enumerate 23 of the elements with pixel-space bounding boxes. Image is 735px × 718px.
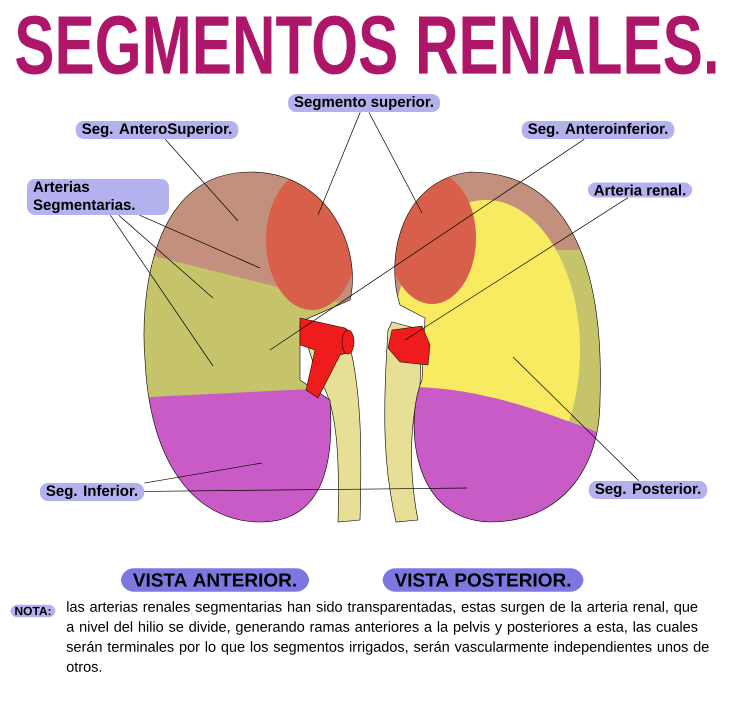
leader-line bbox=[118, 214, 214, 298]
leader-line bbox=[139, 214, 260, 268]
label-pill: Seg. Posterior. bbox=[588, 480, 708, 500]
label-pill: Seg. Anteroinferior. bbox=[522, 120, 674, 140]
label-pill: Seg. Inferior. bbox=[40, 482, 144, 502]
note-text: las arterias renales segmentarias han sido transparentadas, estas surgen de la arteria renal, que a nivel del hilio se divide, generando ramas anteriores a la pelvis y posteriores a esta, las cuales serán terminales por lo que los segmentos irrigados, serán vascularmente independientes unos de otros. bbox=[66, 601, 709, 672]
label-pill: Segmento superior. bbox=[288, 94, 440, 112]
leader-line bbox=[404, 197, 628, 340]
leader-line bbox=[512, 356, 639, 482]
label-pill: Arterias Segmentarias. bbox=[27, 178, 169, 216]
view-label: VISTA ANTERIOR. bbox=[120, 568, 310, 592]
leader-line bbox=[144, 462, 262, 484]
leader-line bbox=[164, 138, 238, 222]
label-pill: Arteria renal. bbox=[588, 182, 692, 198]
note-tag: NOTA: bbox=[10, 604, 56, 618]
label-pill: Seg. AnteroSuperior. bbox=[76, 120, 238, 140]
leader-line bbox=[368, 112, 422, 214]
view-label: VISTA POSTERIOR. bbox=[382, 568, 584, 592]
leader-line bbox=[110, 214, 214, 366]
leader-line bbox=[270, 138, 585, 350]
leader-line bbox=[318, 112, 361, 216]
title: SEGMENTOS RENALES. bbox=[16, 16, 716, 74]
leader-line bbox=[144, 488, 468, 492]
